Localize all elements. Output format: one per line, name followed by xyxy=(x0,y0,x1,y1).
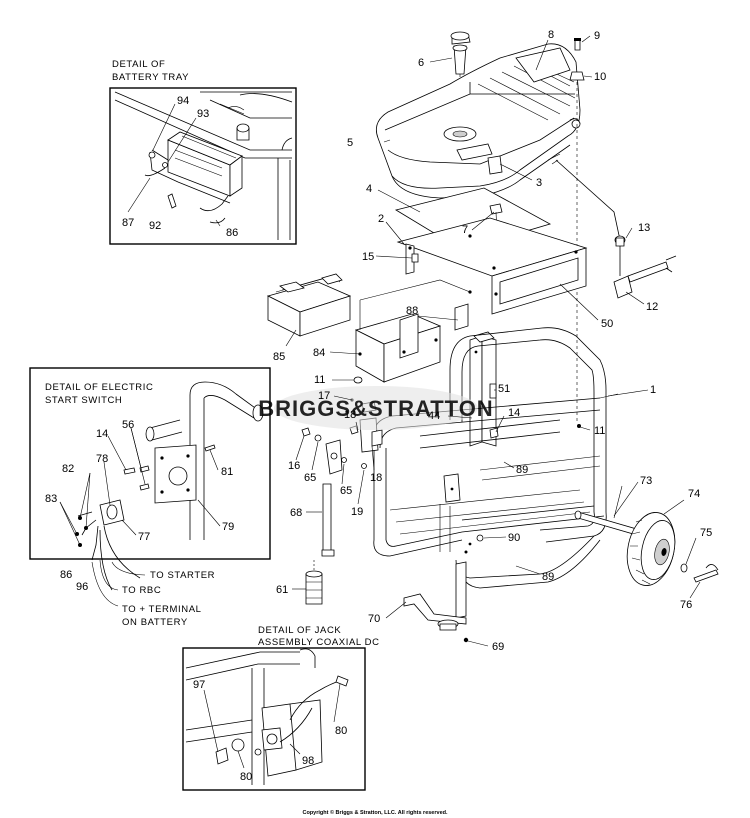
callout-73: 73 xyxy=(640,475,652,487)
callout-65-right: 65 xyxy=(340,485,352,497)
callout-8: 8 xyxy=(548,29,554,41)
callout-51: 51 xyxy=(498,383,510,395)
detail-jack-title-1: DETAIL OF JACK xyxy=(258,625,341,636)
watermark-text: BRIGGS&STRATTON xyxy=(258,396,493,421)
callout-69: 69 xyxy=(492,641,504,653)
detail-electric-start-title-2: START SWITCH xyxy=(45,395,122,406)
callout-98: 98 xyxy=(302,755,314,767)
callout-68: 68 xyxy=(290,507,302,519)
note-to-starter: TO STARTER xyxy=(150,570,215,581)
callout-86-start: 86 xyxy=(60,569,72,581)
note-to-terminal-1: TO + TERMINAL xyxy=(122,604,202,615)
callout-97: 97 xyxy=(193,679,205,691)
callout-17: 17 xyxy=(318,390,330,402)
watermark-badge xyxy=(274,386,478,430)
detail-battery-tray-title-1: DETAIL OF xyxy=(112,59,165,70)
callout-5: 5 xyxy=(347,137,353,149)
callout-75: 75 xyxy=(700,527,712,539)
callout-93: 93 xyxy=(197,108,209,120)
callout-14-start: 14 xyxy=(96,428,108,440)
detail-battery-tray-title-2: BATTERY TRAY xyxy=(112,72,189,83)
callout-86-battery: 86 xyxy=(226,227,238,239)
callout-78: 78 xyxy=(96,453,108,465)
callout-85: 85 xyxy=(273,351,285,363)
callout-3: 3 xyxy=(536,177,542,189)
detail-electric-start: DETAIL OF ELECTRIC START SWITCH xyxy=(29,367,271,591)
callout-82: 82 xyxy=(62,463,74,475)
callout-84: 84 xyxy=(313,347,325,359)
callout-12: 12 xyxy=(646,301,658,313)
callout-83: 83 xyxy=(45,493,57,505)
callout-15: 15 xyxy=(362,251,374,263)
callout-7: 7 xyxy=(462,224,468,236)
wiring-notes: 86 96 TO STARTER TO RBC TO + TERMINAL ON… xyxy=(60,559,215,628)
detail-electric-start-title-1: DETAIL OF ELECTRIC xyxy=(45,382,153,393)
callout-9: 9 xyxy=(594,30,600,42)
callout-80-right: 80 xyxy=(335,725,347,737)
wheel xyxy=(626,512,676,586)
detail-jack-title-2: ASSEMBLY COAXIAL DC xyxy=(258,637,380,648)
callout-88: 88 xyxy=(406,305,418,317)
callout-44: 44 xyxy=(428,410,440,422)
callout-13: 13 xyxy=(638,222,650,234)
callout-11-left: 11 xyxy=(314,374,325,386)
detail-electric-start-frame xyxy=(29,367,271,560)
callout-6: 6 xyxy=(418,57,424,69)
detail-jack-frame xyxy=(182,647,366,791)
callout-94: 94 xyxy=(177,95,189,107)
callout-80-left: 80 xyxy=(240,771,252,783)
callout-11-right: 11 xyxy=(594,425,605,437)
callout-14-main: 14 xyxy=(508,407,520,419)
callout-77: 77 xyxy=(138,531,150,543)
callout-76: 76 xyxy=(680,599,692,611)
callout-65-left: 65 xyxy=(304,472,316,484)
callout-92: 92 xyxy=(149,220,161,232)
callout-10: 10 xyxy=(594,71,606,83)
callout-56: 56 xyxy=(122,419,134,431)
callout-89-lower: 89 xyxy=(542,571,554,583)
detail-battery-tray-frame xyxy=(109,87,297,245)
callout-16: 16 xyxy=(288,460,300,472)
callout-70: 70 xyxy=(368,613,380,625)
callout-4: 4 xyxy=(366,183,372,195)
callout-81: 81 xyxy=(221,466,233,478)
callout-19: 19 xyxy=(351,506,363,518)
callout-96: 96 xyxy=(76,581,88,593)
callout-2: 2 xyxy=(378,213,384,225)
callout-18-top: 18 xyxy=(344,409,356,421)
note-to-rbc: TO RBC xyxy=(122,585,161,596)
note-to-terminal-2: ON BATTERY xyxy=(122,617,188,628)
main-frame xyxy=(359,327,607,619)
callout-1: 1 xyxy=(650,384,656,396)
callout-50: 50 xyxy=(601,318,613,330)
callout-18-bottom: 18 xyxy=(370,472,382,484)
detail-battery-tray: DETAIL OF BATTERY TRAY 94 93 87 92 8 xyxy=(109,59,297,245)
callout-74: 74 xyxy=(688,488,700,500)
callout-87: 87 xyxy=(122,217,134,229)
callout-79: 79 xyxy=(222,521,234,533)
main-assembly: BRIGGS&STRATTON 5 6 8 9 10 3 4 7 2 15 13… xyxy=(258,29,719,653)
callout-90: 90 xyxy=(508,532,520,544)
detail-jack-assembly: DETAIL OF JACK ASSEMBLY COAXIAL DC 97 80… xyxy=(182,625,380,791)
callout-89-upper: 89 xyxy=(516,464,528,476)
callout-61: 61 xyxy=(276,584,288,596)
copyright-notice: Copyright © Briggs & Stratton, LLC. All … xyxy=(302,809,448,816)
